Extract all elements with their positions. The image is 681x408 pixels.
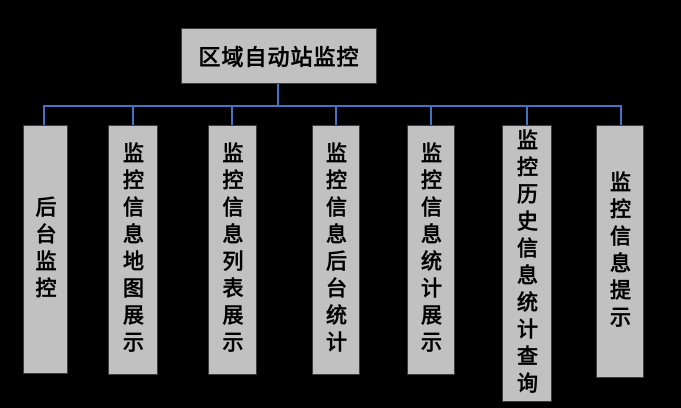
node-backend-statistics-label: 监控信息后台统计 (323, 142, 349, 358)
node-backend-statistics: 监控信息后台统计 (312, 125, 360, 375)
node-history-statistics-query-label: 监控历史信息统计查询 (514, 128, 540, 399)
node-backend-monitoring: 后台监控 (23, 125, 68, 374)
node-statistics-display: 监控信息统计展示 (407, 125, 455, 375)
connector-stub-1 (43, 107, 45, 125)
node-info-alert-label: 监控信息提示 (607, 170, 633, 333)
node-history-statistics-query: 监控历史信息统计查询 (502, 125, 552, 402)
node-map-display-label: 监控信息地图展示 (120, 142, 146, 358)
node-backend-monitoring-label: 后台监控 (33, 195, 58, 304)
node-list-display-label: 监控信息列表展示 (220, 142, 245, 358)
node-info-alert: 监控信息提示 (596, 125, 644, 378)
connector-root-stem (277, 84, 279, 107)
connector-stub-2 (132, 107, 134, 125)
connector-stub-3 (231, 107, 233, 125)
node-root-label: 区域自动站监控 (198, 45, 360, 71)
connector-stub-4 (335, 107, 337, 125)
node-root: 区域自动站监控 (181, 28, 377, 84)
node-map-display: 监控信息地图展示 (108, 125, 158, 375)
connector-stub-5 (430, 107, 432, 125)
node-statistics-display-label: 监控信息统计展示 (418, 142, 444, 358)
connector-stub-6 (526, 107, 528, 125)
node-list-display: 监控信息列表展示 (208, 125, 257, 375)
connector-horizontal-bus (43, 105, 622, 107)
connector-stub-7 (620, 107, 622, 125)
